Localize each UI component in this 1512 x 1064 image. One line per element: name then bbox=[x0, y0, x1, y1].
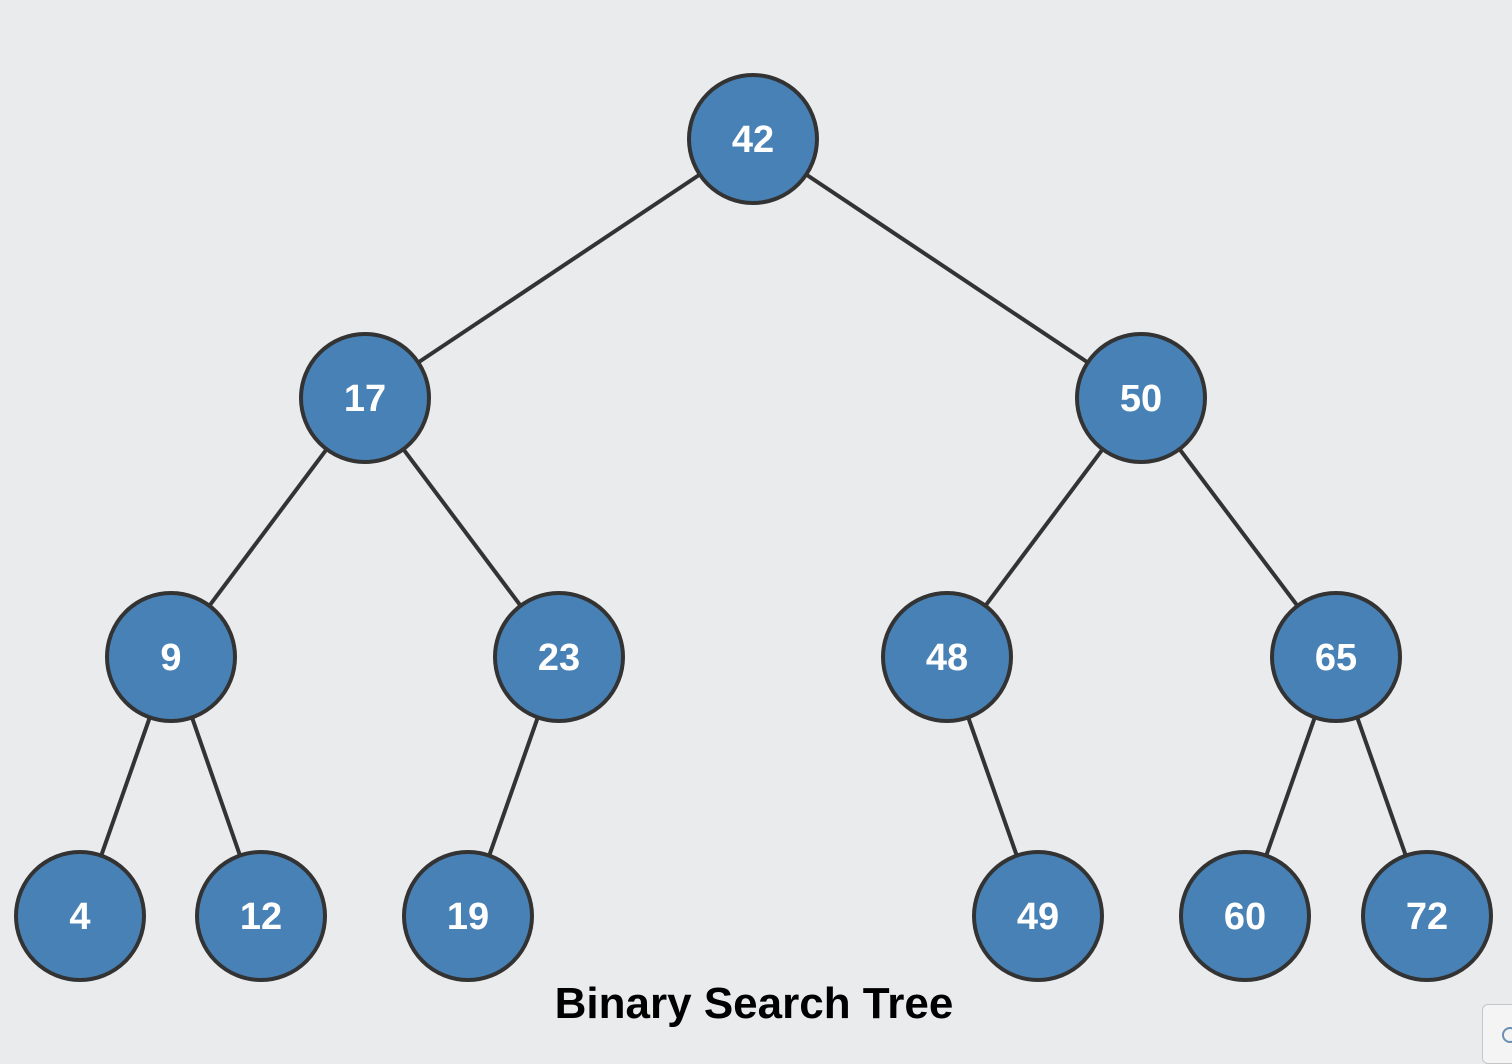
zoom-icon bbox=[1502, 1027, 1512, 1043]
edges-layer bbox=[98, 171, 1409, 860]
node-label: 72 bbox=[1406, 896, 1448, 938]
node-circle bbox=[402, 850, 534, 982]
edge-50-48 bbox=[981, 445, 1107, 610]
tree-node-65: 65 bbox=[1270, 591, 1402, 723]
node-circle bbox=[195, 850, 327, 982]
tree-node-23: 23 bbox=[493, 591, 625, 723]
node-label: 23 bbox=[538, 637, 580, 679]
node-circle bbox=[1075, 332, 1207, 464]
node-label: 65 bbox=[1315, 637, 1357, 679]
nodes-layer: 42 17 50 9 23 48 65 4 12 19 49 60 72 bbox=[14, 73, 1493, 982]
node-label: 19 bbox=[447, 896, 489, 938]
node-circle bbox=[881, 591, 1013, 723]
node-label: 60 bbox=[1224, 896, 1266, 938]
edge-9-4 bbox=[98, 713, 153, 860]
tree-node-17: 17 bbox=[299, 332, 431, 464]
node-circle bbox=[1270, 591, 1402, 723]
edge-9-12 bbox=[189, 713, 243, 860]
node-circle bbox=[105, 591, 237, 723]
tree-node-72: 72 bbox=[1361, 850, 1493, 982]
node-label: 17 bbox=[344, 378, 386, 420]
node-circle bbox=[687, 73, 819, 205]
tree-node-49: 49 bbox=[972, 850, 1104, 982]
tree-node-60: 60 bbox=[1179, 850, 1311, 982]
node-circle bbox=[972, 850, 1104, 982]
edge-17-23 bbox=[399, 445, 525, 610]
edge-50-65 bbox=[1176, 445, 1301, 610]
node-label: 9 bbox=[160, 637, 181, 679]
tree-node-12: 12 bbox=[195, 850, 327, 982]
tree-node-19: 19 bbox=[402, 850, 534, 982]
node-circle bbox=[1361, 850, 1493, 982]
node-circle bbox=[493, 591, 625, 723]
edge-42-17 bbox=[414, 171, 704, 366]
tree-node-42: 42 bbox=[687, 73, 819, 205]
edge-17-9 bbox=[205, 445, 331, 610]
zoom-control-button[interactable] bbox=[1482, 1004, 1512, 1064]
node-label: 4 bbox=[69, 896, 90, 938]
node-circle bbox=[14, 850, 146, 982]
edge-65-60 bbox=[1263, 713, 1318, 860]
node-circle bbox=[299, 332, 431, 464]
node-circle bbox=[1179, 850, 1311, 982]
node-label: 50 bbox=[1120, 378, 1162, 420]
edge-42-50 bbox=[802, 171, 1092, 366]
tree-node-48: 48 bbox=[881, 591, 1013, 723]
tree-node-4: 4 bbox=[14, 850, 146, 982]
tree-node-50: 50 bbox=[1075, 332, 1207, 464]
edge-65-72 bbox=[1354, 713, 1409, 860]
node-label: 12 bbox=[240, 896, 282, 938]
diagram-title: Binary Search Tree bbox=[555, 979, 954, 1028]
node-label: 48 bbox=[926, 637, 968, 679]
edge-48-49 bbox=[965, 713, 1020, 860]
node-label: 49 bbox=[1017, 896, 1059, 938]
tree-node-9: 9 bbox=[105, 591, 237, 723]
edge-23-19 bbox=[486, 713, 541, 860]
node-label: 42 bbox=[732, 119, 774, 161]
